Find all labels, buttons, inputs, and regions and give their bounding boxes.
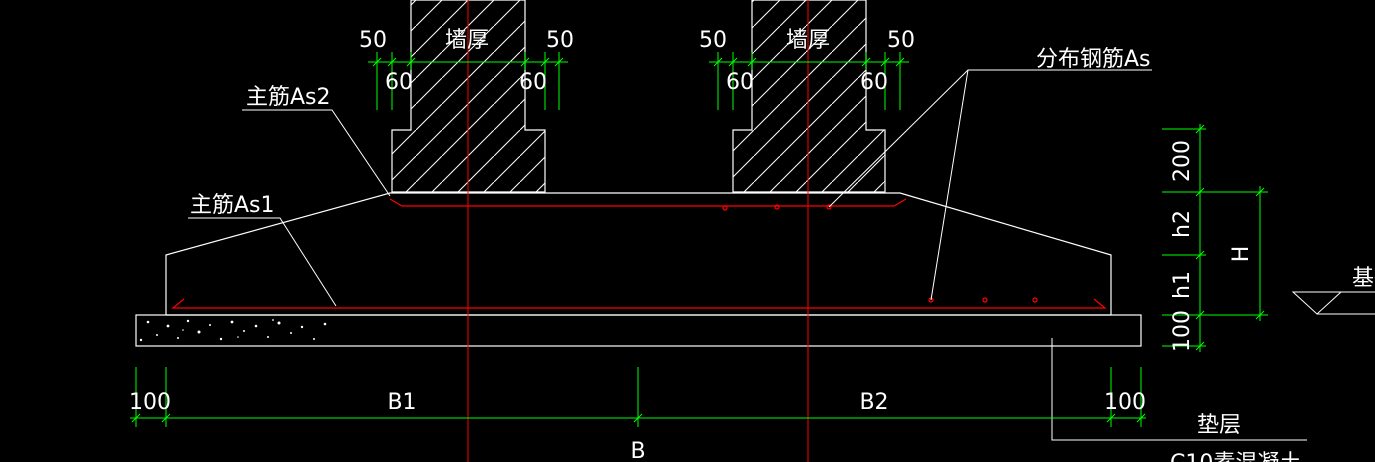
dim-height-h2: h2 (1170, 210, 1195, 238)
dim-50-left-inner: 50 (546, 28, 574, 53)
dim-b-total: B (630, 439, 645, 462)
right-wall (732, 0, 886, 193)
label-main-rebar-as1: 主筋As1 (190, 193, 275, 218)
label-foundation-top: 基础 (1352, 266, 1375, 291)
dim-b2: B2 (859, 390, 888, 415)
dim-cushion-right: 100 (1104, 390, 1146, 415)
dim-50-right-inner: 50 (887, 28, 915, 53)
cushion-layer (135, 314, 1142, 347)
rebar-bottom (171, 298, 1107, 309)
dim-height-total: H (1229, 246, 1254, 263)
centerlines (467, 0, 809, 462)
dim-height-200: 200 (1170, 140, 1195, 182)
dim-b1: B1 (387, 390, 416, 415)
dim-height-h1: h1 (1170, 271, 1195, 299)
dimension-lines (130, 52, 1268, 427)
label-cushion-material: C10素混凝土 (1170, 451, 1301, 462)
dim-50-right-outer: 50 (699, 28, 727, 53)
label-cushion: 垫层 (1197, 413, 1241, 438)
dim-cushion-left: 100 (129, 390, 171, 415)
label-wall-thickness-left: 墙厚 (445, 28, 489, 53)
leader-lines (188, 69, 1307, 441)
dim-height-100: 100 (1170, 310, 1195, 352)
label-main-rebar-as2: 主筋As2 (246, 85, 331, 110)
dim-60-left-outer: 60 (385, 70, 413, 95)
label-wall-thickness-right: 墙厚 (786, 28, 830, 53)
distribution-bars (722, 204, 1038, 303)
dim-60-right-inner: 60 (860, 70, 888, 95)
concrete-speckle (139, 319, 327, 342)
footing-outline (165, 192, 1112, 316)
rebar-top (389, 198, 907, 207)
dim-60-left-inner: 60 (519, 70, 547, 95)
label-distribution-rebar: 分布钢筋As (1036, 47, 1151, 72)
dim-50-left-outer: 50 (359, 28, 387, 53)
ground-level-symbol (1291, 291, 1375, 315)
dim-60-right-outer: 60 (726, 70, 754, 95)
